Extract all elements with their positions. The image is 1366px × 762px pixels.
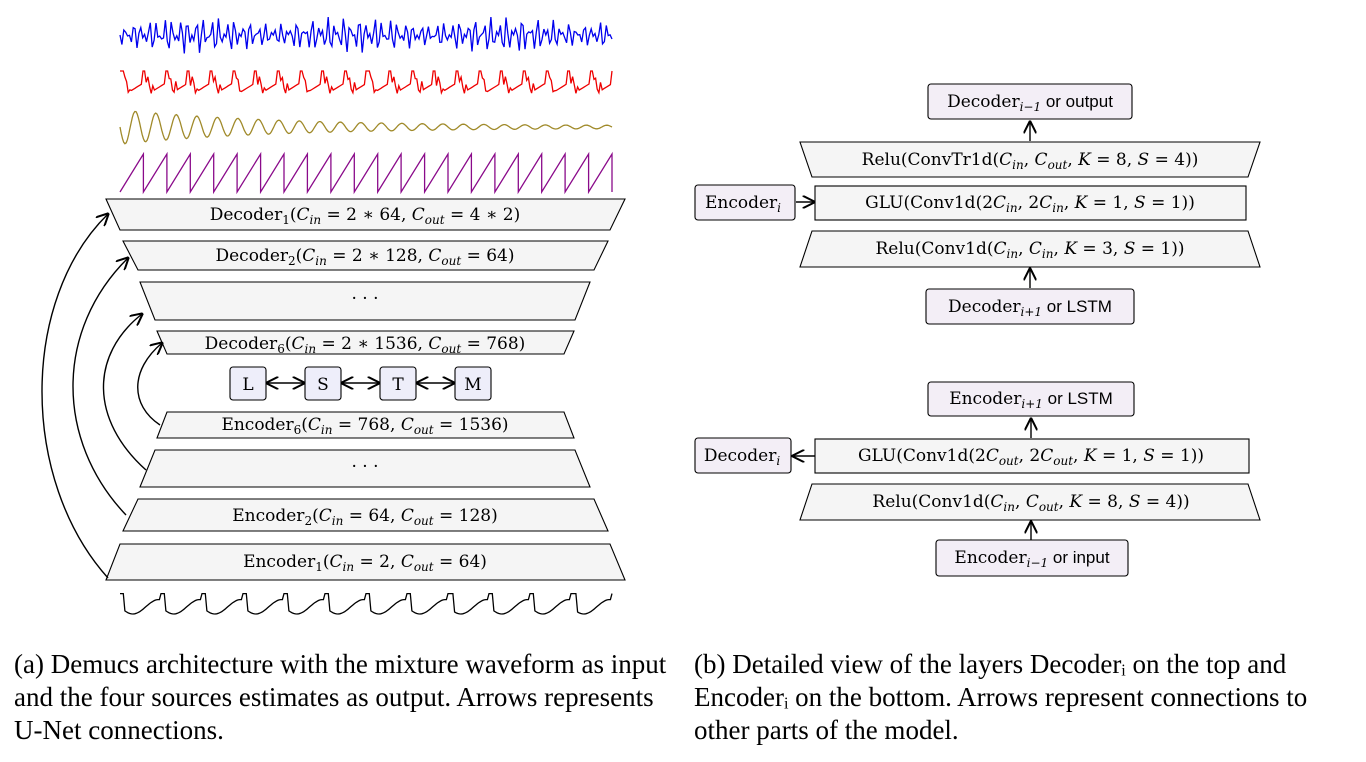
decoder-2-layer: Decoder2(Cin = 2 ∗ 128, Cout = 64) <box>122 240 609 271</box>
svg-text:S: S <box>317 375 329 395</box>
source-box-s: S <box>304 366 342 401</box>
decoder-6-layer: Decoder6(Cin = 2 ∗ 1536, Cout = 768) <box>156 330 575 356</box>
output-waveform-drums <box>119 17 613 54</box>
svg-text:M: M <box>464 375 481 395</box>
output-waveform-bass <box>120 70 613 96</box>
decoder-input-box: Decoderi+1 or LSTM <box>925 288 1135 325</box>
svg-text:GLU(Conv1d(2Cin, 2Cin, K = 1,: GLU(Conv1d(2Cin, 2Cin, K = 1, S = 1)) <box>865 193 1195 215</box>
svg-text:Decoderi+1 or LSTM: Decoderi+1 or LSTM <box>948 297 1112 319</box>
decoder-relu-layer: Relu(Conv1d(Cin, Cin, K = 3, S = 1)) <box>799 230 1261 268</box>
encoder-relu-layer: Relu(Conv1d(Cin, Cout, K = 8, S = 4)) <box>799 483 1261 521</box>
skip-arc-encoderdots-decoderdots <box>102 314 147 471</box>
encoder-2-layer: Encoder2(Cin = 64, Cout = 128) <box>122 498 609 532</box>
svg-text:Decoder1(Cin = 2 ∗ 64, Cout =: Decoder1(Cin = 2 ∗ 64, Cout = 4 ∗ 2) <box>210 205 521 227</box>
encoder-glu-layer: GLU(Conv1d(2Cout, 2Cout, K = 1, S = 1)) <box>814 438 1250 474</box>
decoder-output-box: Decoderi−1 or output <box>927 83 1133 120</box>
svg-text:· · ·: · · · <box>351 457 378 477</box>
svg-text:Encoderi: Encoderi <box>705 193 781 215</box>
decoder-convtr-layer: Relu(ConvTr1d(Cin, Cout, K = 8, S = 4)) <box>799 141 1261 178</box>
output-waveform-other <box>119 110 613 145</box>
decoder-glu-layer: GLU(Conv1d(2Cin, 2Cin, K = 1, S = 1)) <box>814 185 1247 221</box>
panel-a: Decoder1(Cin = 2 ∗ 64, Cout = 4 ∗ 2) Dec… <box>41 17 626 615</box>
encoder-output-box: Encoderi+1 or LSTM <box>927 381 1135 417</box>
svg-text:Relu(Conv1d(Cin, Cin, K = 3, S: Relu(Conv1d(Cin, Cin, K = 3, S = 1)) <box>875 239 1184 261</box>
skip-arc-encoder1-decoder1 <box>41 214 108 579</box>
svg-text:Decoder6(Cin = 2 ∗ 1536, Cout: Decoder6(Cin = 2 ∗ 1536, Cout = 768) <box>205 334 526 356</box>
encoder-side-decoder-box: Decoderi <box>694 437 792 474</box>
caption-a: (a) Demucs architecture with the mixture… <box>14 649 667 745</box>
svg-text:Decoder2(Cin = 2 ∗ 128, Cout =: Decoder2(Cin = 2 ∗ 128, Cout = 64) <box>215 246 514 268</box>
svg-text:Encoderi+1 or LSTM: Encoderi+1 or LSTM <box>949 389 1113 411</box>
svg-text:· · ·: · · · <box>351 289 378 309</box>
skip-arc-encoder2-decoder2 <box>72 258 128 516</box>
svg-text:GLU(Conv1d(2Cout, 2Cout, K = 1: GLU(Conv1d(2Cout, 2Cout, K = 1, S = 1)) <box>858 446 1204 468</box>
demucs-diagram: Decoder1(Cin = 2 ∗ 64, Cout = 4 ∗ 2) Dec… <box>41 17 1261 615</box>
svg-text:Encoderi−1 or input: Encoderi−1 or input <box>954 548 1109 570</box>
svg-text:Relu(Conv1d(Cin, Cout, K = 8,: Relu(Conv1d(Cin, Cout, K = 8, S = 4)) <box>872 492 1189 514</box>
svg-text:Encoder2(Cin = 64, Cout = 128): Encoder2(Cin = 64, Cout = 128) <box>232 506 498 528</box>
source-box-l: L <box>229 366 267 401</box>
source-box-t: T <box>379 366 417 401</box>
decoder-1-layer: Decoder1(Cin = 2 ∗ 64, Cout = 4 ∗ 2) <box>105 198 626 231</box>
encoder-input-box: Encoderi−1 or input <box>935 539 1129 577</box>
svg-text:L: L <box>242 375 253 395</box>
panel-b: Decoderi−1 or output Relu(ConvTr1d(Cin, … <box>694 83 1261 577</box>
source-box-m: M <box>454 366 492 401</box>
output-waveform-vocals <box>119 151 613 195</box>
input-mixture-waveform <box>120 592 613 615</box>
svg-text:Decoderi: Decoderi <box>704 446 781 468</box>
svg-text:Relu(ConvTr1d(Cin, Cout, K = 8: Relu(ConvTr1d(Cin, Cout, K = 8, S = 4)) <box>862 150 1199 172</box>
encoder-ellipsis-layer: · · · <box>139 449 591 488</box>
encoder-6-layer: Encoder6(Cin = 768, Cout = 1536) <box>156 411 575 439</box>
svg-text:Decoderi−1 or output: Decoderi−1 or output <box>947 92 1113 114</box>
svg-text:Encoder6(Cin = 768, Cout = 153: Encoder6(Cin = 768, Cout = 1536) <box>221 415 508 437</box>
svg-text:Encoder1(Cin = 2, Cout = 64): Encoder1(Cin = 2, Cout = 64) <box>243 552 487 574</box>
caption-b: (b) Detailed view of the layers Decoderᵢ… <box>694 649 1308 745</box>
svg-text:T: T <box>392 375 404 395</box>
encoder-1-layer: Encoder1(Cin = 2, Cout = 64) <box>105 543 626 581</box>
decoder-side-encoder-box: Encoderi <box>694 184 796 221</box>
skip-arc-encoder6-decoder6 <box>137 343 162 426</box>
decoder-ellipsis-layer: · · · <box>139 281 591 321</box>
